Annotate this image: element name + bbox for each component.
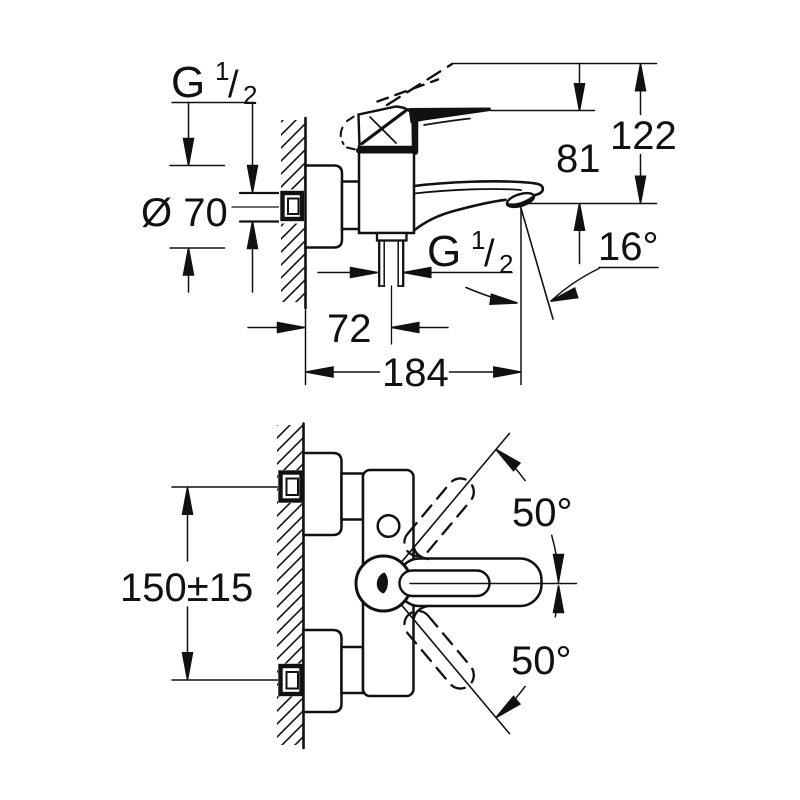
faucet-body-top-view — [304, 62, 545, 345]
lever-blade — [408, 107, 492, 124]
supply-fittings-front-view — [278, 470, 304, 697]
dimension-labels: G 1 / 2 Ø 70 G 1 / 2 81 122 16° 72 184 1… — [120, 56, 677, 683]
collar-lower — [340, 645, 365, 695]
label-height-122: 122 — [610, 114, 677, 158]
label-thread-inlet: G 1 / 2 — [427, 225, 513, 279]
bottom-inlet-stub — [375, 231, 408, 345]
label-depth-72: 72 — [327, 307, 372, 351]
faucet-body-front-view — [302, 451, 578, 714]
mixer-body — [357, 145, 416, 235]
escutcheon-lower — [302, 628, 343, 714]
handle-ghost-lower — [400, 604, 511, 735]
handle-ghost-upper — [400, 432, 511, 563]
collar-upper — [340, 472, 365, 521]
label-spout-angle: 16° — [598, 225, 659, 269]
top-view — [169, 62, 659, 386]
supply-pipe-top-view — [231, 189, 305, 224]
label-flange-diameter: Ø 70 — [141, 191, 228, 235]
label-thread-top: G 1 / 2 — [171, 56, 257, 110]
hub-keyhole — [376, 572, 388, 594]
lever-raised-ghost — [339, 62, 454, 151]
label-swing-upper: 50° — [512, 491, 573, 535]
diverter-port — [376, 513, 401, 539]
label-depth-184: 184 — [382, 351, 449, 395]
escutcheon — [304, 164, 344, 249]
spout — [412, 180, 545, 232]
dimensions-front-view — [181, 444, 565, 723]
label-connection-spacing: 150±15 — [120, 566, 253, 610]
label-height-81: 81 — [556, 137, 601, 181]
front-view — [171, 422, 578, 750]
dimensions-top-view — [169, 62, 659, 386]
label-swing-lower: 50° — [511, 639, 572, 683]
escutcheon-upper — [302, 451, 343, 537]
